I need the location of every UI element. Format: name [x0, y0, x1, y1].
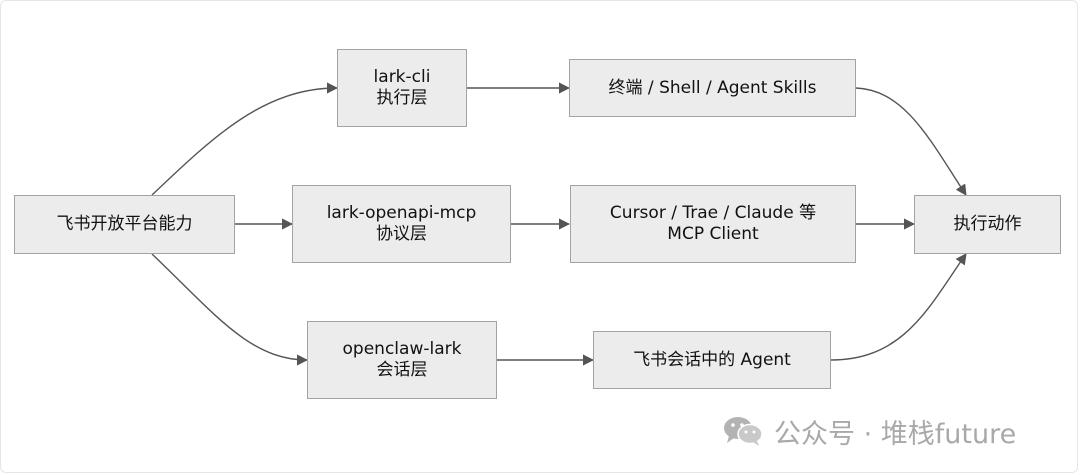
watermark-text: 公众号 · 堆栈future	[774, 418, 1017, 450]
edge-source-to-openclaw-lark	[151, 253, 309, 366]
node-execute-action-label: 执行动作	[953, 214, 1022, 234]
node-feishu-agent: 飞书会话中的 Agent	[593, 331, 831, 389]
node-mcp-client-tools: Cursor / Trae / Claude 等	[609, 203, 817, 223]
node-lark-cli-layer: 执行层	[376, 88, 428, 108]
node-execute-action: 执行动作	[914, 195, 1061, 254]
node-lark-openapi-mcp-layer: 协议层	[376, 224, 427, 244]
node-lark-openapi-mcp: lark-openapi-mcp 协议层	[292, 185, 511, 263]
node-feishu-open-platform-label: 飞书开放平台能力	[56, 214, 193, 234]
node-lark-cli-name: lark-cli	[373, 67, 431, 87]
node-openclaw-lark-layer: 会话层	[376, 360, 428, 380]
node-terminal-label: 终端 / Shell / Agent Skills	[608, 77, 817, 98]
node-lark-cli: lark-cli 执行层	[337, 49, 467, 127]
node-feishu-open-platform: 飞书开放平台能力	[14, 195, 235, 254]
node-mcp-client: Cursor / Trae / Claude 等 MCP Client	[570, 185, 856, 263]
watermark: 公众号 · 堆栈future	[722, 412, 1016, 450]
edge-terminal-to-action	[855, 87, 967, 196]
node-openclaw-lark: openclaw-lark 会话层	[307, 321, 497, 399]
node-terminal-shell-agent-skills: 终端 / Shell / Agent Skills	[569, 59, 856, 117]
node-openclaw-lark-name: openclaw-lark	[342, 339, 462, 359]
node-mcp-client-label: MCP Client	[667, 224, 759, 244]
edge-source-to-lark-cli	[151, 82, 339, 196]
edge-feishu-agent-to-action	[830, 253, 967, 361]
wechat-icon	[724, 417, 763, 446]
node-feishu-agent-label: 飞书会话中的 Agent	[633, 349, 791, 370]
node-lark-openapi-mcp-name: lark-openapi-mcp	[326, 203, 477, 223]
